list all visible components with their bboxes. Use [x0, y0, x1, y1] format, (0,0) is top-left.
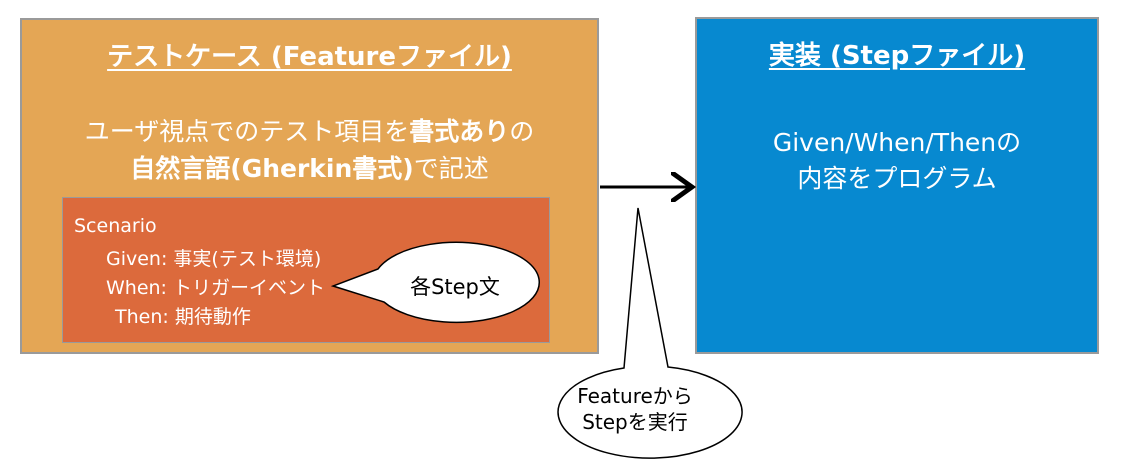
feature-box-title: テストケース (Featureファイル): [107, 42, 512, 72]
execute-callout-line-1: Featureから: [577, 384, 693, 408]
feature-desc-text: で記述: [413, 154, 489, 183]
step-file-box: 実装 (Stepファイル) Given/When/Thenの 内容をプログラム: [695, 17, 1099, 354]
feature-file-box: テストケース (Featureファイル) ユーザ視点でのテスト項目を書式ありの …: [20, 18, 599, 354]
step-box-description: Given/When/Thenの 内容をプログラム: [697, 125, 1097, 197]
execute-callout-line-2: Stepを実行: [582, 410, 688, 434]
step-sentence-callout-text: 各Step文: [410, 275, 500, 299]
feature-desc-bold: 書式あり: [409, 117, 510, 146]
step-sentence-callout: [330, 241, 541, 324]
feature-desc-line-2: 自然言語(Gherkin書式)で記述: [22, 150, 597, 187]
feature-desc-text: ユーザ視点でのテスト項目を: [84, 117, 410, 146]
feature-box-description: ユーザ視点でのテスト項目を書式ありの 自然言語(Gherkin書式)で記述: [22, 113, 597, 187]
scenario-heading: Scenario: [74, 215, 157, 237]
feature-desc-bold: 自然言語(Gherkin書式): [130, 154, 414, 183]
execute-callout: [557, 207, 743, 459]
feature-desc-line-1: ユーザ視点でのテスト項目を書式ありの: [22, 113, 597, 150]
step-box-title: 実装 (Stepファイル): [768, 41, 1026, 71]
scenario-given: Given: 事実(テスト環境): [106, 248, 322, 270]
feature-desc-text: の: [509, 117, 535, 146]
step-desc-line-1: Given/When/Thenの: [772, 128, 1022, 157]
scenario-when: When: トリガーイベント: [106, 277, 326, 299]
step-desc-line-2: 内容をプログラム: [797, 164, 997, 193]
execute-callout-text: Featureから Stepを実行: [545, 383, 725, 435]
scenario-then: Then: 期待動作: [115, 306, 251, 328]
